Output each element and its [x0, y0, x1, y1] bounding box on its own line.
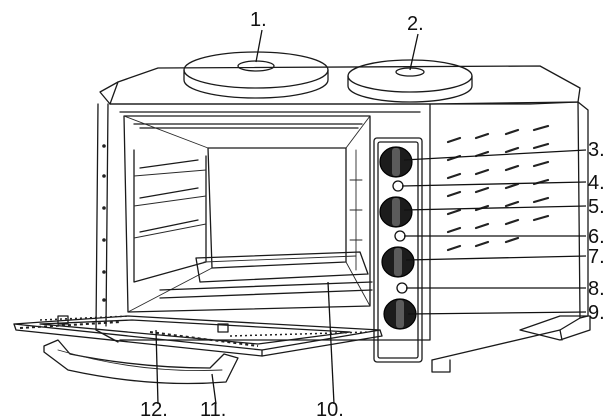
callout-5: 5. [588, 196, 605, 218]
indicator-light-1 [392, 180, 404, 192]
callout-9: 9. [588, 302, 605, 324]
callout-lines [155, 29, 587, 405]
callout-line-11 [211, 373, 217, 405]
door-handle [43, 339, 239, 385]
indicator-light-3 [396, 282, 408, 294]
callout-line-10 [327, 281, 335, 405]
callout-line-5 [403, 205, 587, 211]
hotplate-small [347, 59, 473, 103]
callout-line-9 [407, 311, 587, 315]
control-panel [373, 137, 423, 363]
callout-12: 12. [140, 399, 168, 420]
callout-7: 7. [588, 246, 605, 268]
oven-door [13, 315, 383, 357]
callout-11: 11. [200, 399, 226, 420]
callout-10: 10. [316, 399, 344, 420]
knob-4 [383, 298, 417, 330]
callout-3: 3. [588, 139, 605, 161]
callout-line-7 [405, 255, 587, 261]
callout-2: 2. [407, 13, 424, 35]
oven-cavity [123, 115, 373, 313]
callout-4: 4. [588, 172, 605, 194]
callout-8: 8. [588, 278, 605, 300]
callout-numbers: 1. 2. 3. 4. 5. 6. 7. 8. 9. 10. 11. 12. [140, 9, 605, 420]
callout-1: 1. [250, 9, 267, 31]
vent-slots [446, 124, 550, 252]
callout-line-1 [255, 29, 263, 63]
callout-line-3 [403, 149, 587, 161]
knob-1 [379, 146, 413, 178]
oven-top [99, 65, 581, 105]
oven-body [95, 101, 591, 373]
callout-line-12 [155, 329, 159, 405]
knob-3 [381, 246, 415, 278]
knob-2 [379, 196, 413, 228]
callout-6: 6. [588, 226, 605, 248]
indicator-light-2 [394, 230, 406, 242]
callout-line-4 [401, 181, 587, 187]
callout-line-2 [409, 33, 419, 71]
